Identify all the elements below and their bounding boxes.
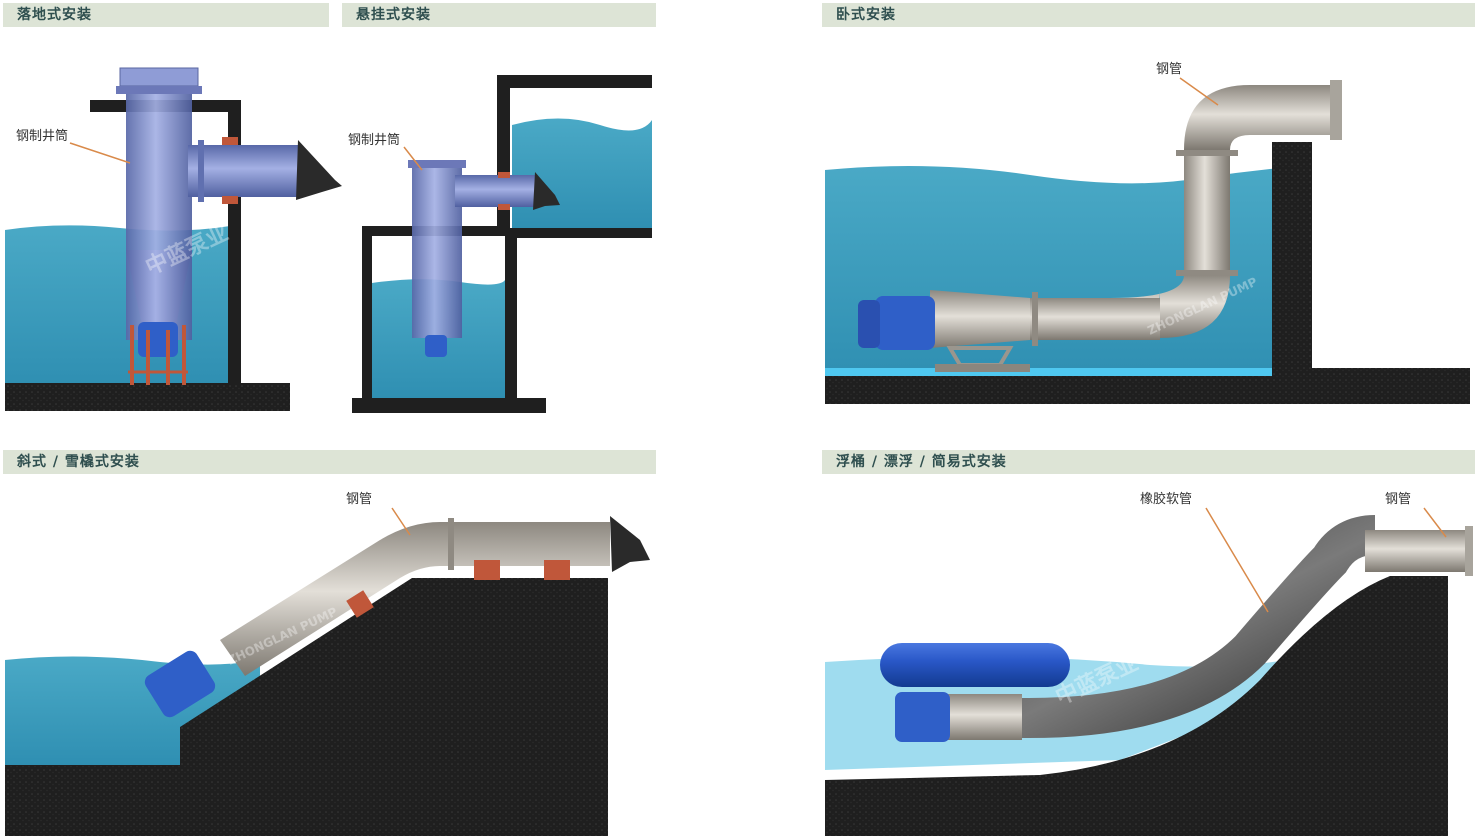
- floor-install-diagram: 钢制井筒: [5, 67, 342, 411]
- steel-pipe: [220, 522, 610, 676]
- label-steel-pipe-floating: 钢管: [1385, 492, 1411, 507]
- label-steel-pipe-horizontal: 钢管: [1156, 62, 1182, 77]
- label-steel-shaft-hanging: 钢制井筒: [348, 132, 400, 148]
- horizontal-install-diagram: 钢管: [825, 62, 1470, 404]
- label-rubber-hose: 橡胶软管: [1140, 491, 1192, 507]
- steel-pipe: [1365, 530, 1470, 572]
- floating-install-diagram: 橡胶软管 钢管: [825, 491, 1473, 836]
- structure: [352, 75, 652, 413]
- steel-shaft: [412, 163, 462, 338]
- ground: [5, 383, 290, 411]
- steel-pipe: [1030, 298, 1160, 340]
- header-floating-install: 浮桶 / 漂浮 / 简易式安装: [822, 450, 1475, 474]
- header-horizontal-install: 卧式安装: [822, 3, 1475, 27]
- upper-water: [512, 118, 652, 228]
- header-inclined-install: 斜式 / 雪橇式安装: [3, 450, 656, 474]
- inclined-install-diagram: 钢管: [5, 492, 650, 836]
- label-steel-shaft: 钢制井筒: [16, 128, 68, 144]
- ground: [825, 576, 1448, 836]
- header-hanging-install: 悬挂式安装: [342, 3, 656, 27]
- float-drum: [880, 643, 1070, 687]
- outlet-pipe: [455, 175, 535, 207]
- outlet-pipe: [188, 145, 298, 197]
- ground: [825, 142, 1470, 404]
- header-floor-install: 落地式安装: [3, 3, 329, 27]
- hanging-install-diagram: 钢制井筒: [348, 75, 652, 413]
- label-steel-pipe-inclined: 钢管: [346, 492, 372, 507]
- ground: [5, 578, 608, 836]
- rubber-hose: [1019, 515, 1377, 739]
